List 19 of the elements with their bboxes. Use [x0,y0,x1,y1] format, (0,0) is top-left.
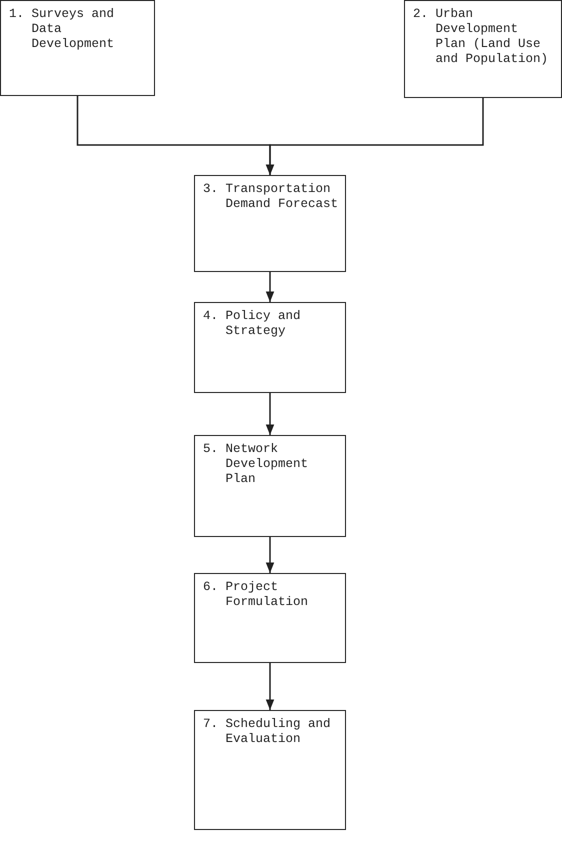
step-label: 1. Surveys and Data Development [9,7,116,52]
process-box [194,710,346,830]
process-box [194,175,346,272]
arrow [266,537,274,573]
step-label: 7. Scheduling and Evaluation [203,717,332,747]
arrow [266,663,274,710]
step-label: 6. Project Formulation [203,580,310,610]
process-box [404,0,562,98]
process-box [194,573,346,663]
step-label: 4. Policy and Strategy [203,309,302,339]
process-box [0,0,155,96]
arrow [266,393,274,435]
process-box [194,302,346,393]
step-label: 5. Network Development Plan [203,442,310,487]
step-label: 2. Urban Development Plan (Land Use and Population) [413,7,550,67]
process-box [194,435,346,537]
arrow [266,272,274,302]
arrow [266,98,484,175]
step-label: 3. Transportation Demand Forecast [203,182,339,212]
